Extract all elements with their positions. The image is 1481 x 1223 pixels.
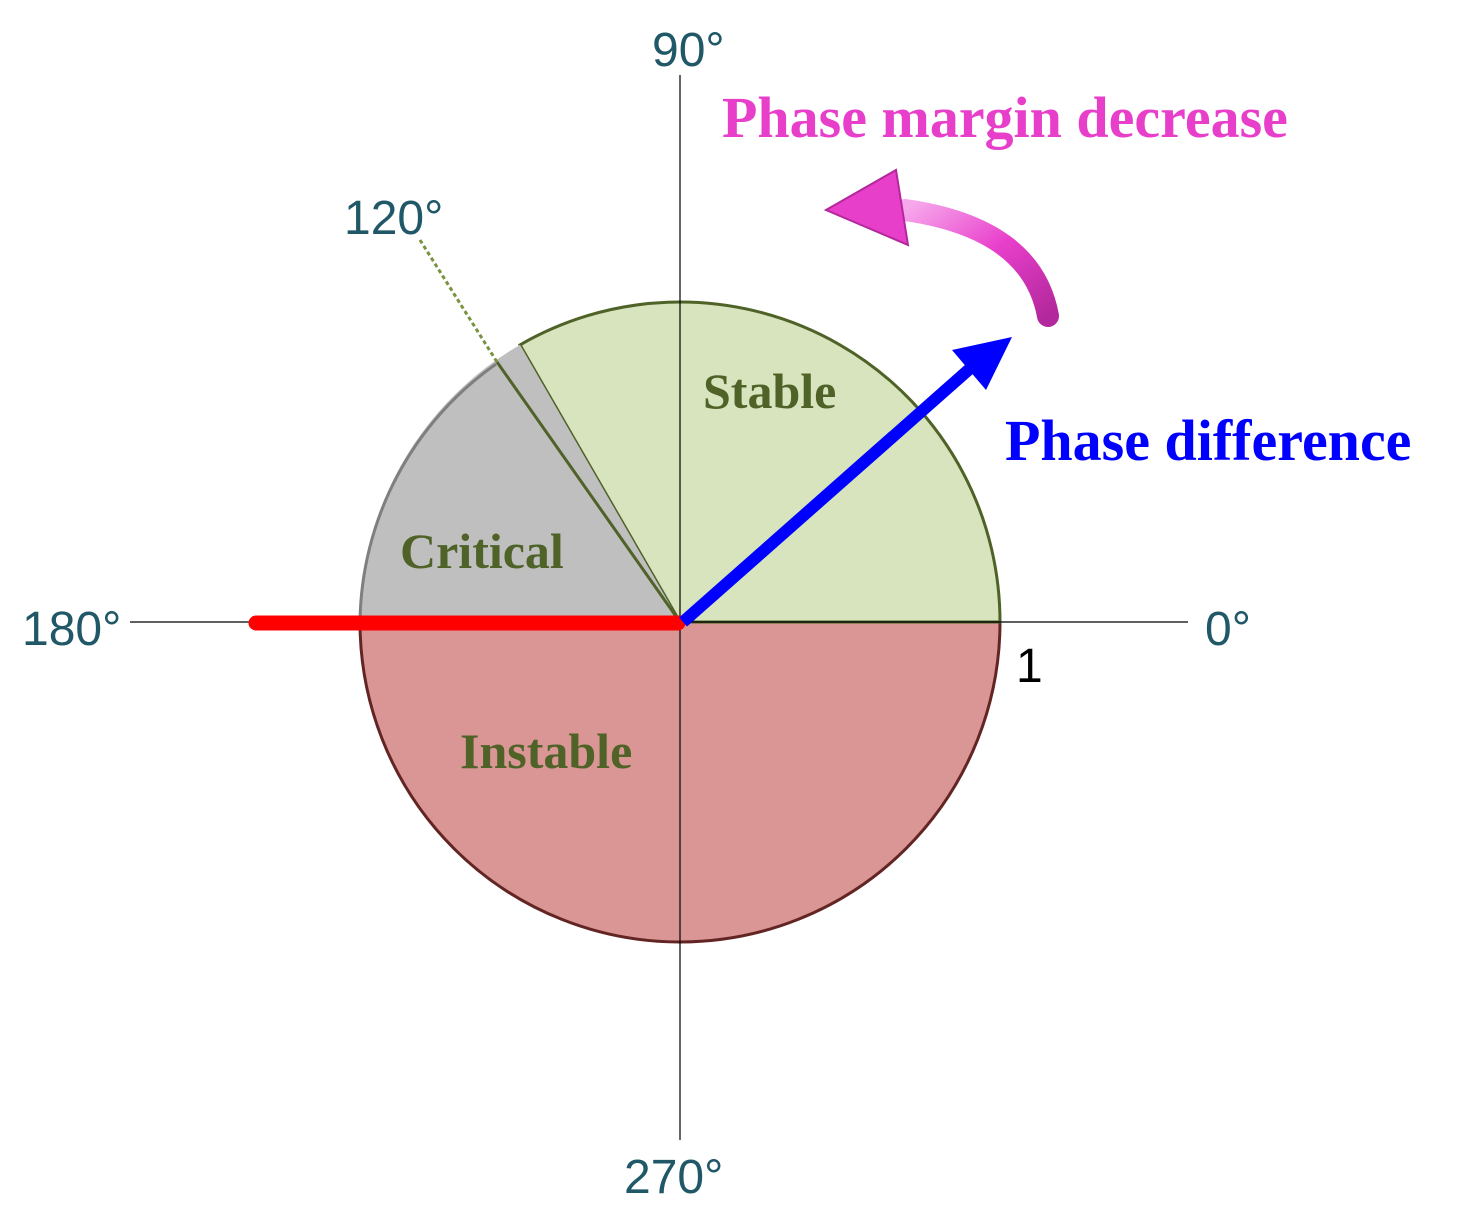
phase-margin-arrow-shaft	[894, 199, 1059, 327]
angle-label-90: 90°	[652, 24, 725, 77]
angle-label-0: 0°	[1205, 603, 1251, 656]
angle-label-180: 180°	[22, 603, 121, 656]
critical-label: Critical	[400, 523, 564, 579]
angle-120-guide	[418, 239, 499, 363]
phase-difference-label: Phase difference	[1005, 408, 1411, 473]
critical-region-arc	[358, 362, 497, 623]
angle-label-270: 270°	[624, 1151, 723, 1204]
phase-difference-arrowhead	[952, 337, 1012, 390]
angle-label-120: 120°	[344, 192, 443, 245]
phase-difference-vector	[679, 360, 978, 627]
instable-label: Instable	[460, 723, 632, 779]
critical-stable-boundary	[495, 361, 682, 623]
stable-region	[517, 300, 1002, 624]
phase-margin-arrowhead	[823, 168, 910, 247]
stable-label: Stable	[703, 363, 836, 419]
unit-radius-label: 1	[1016, 640, 1043, 693]
phase-margin-label: Phase margin decrease	[722, 85, 1288, 150]
